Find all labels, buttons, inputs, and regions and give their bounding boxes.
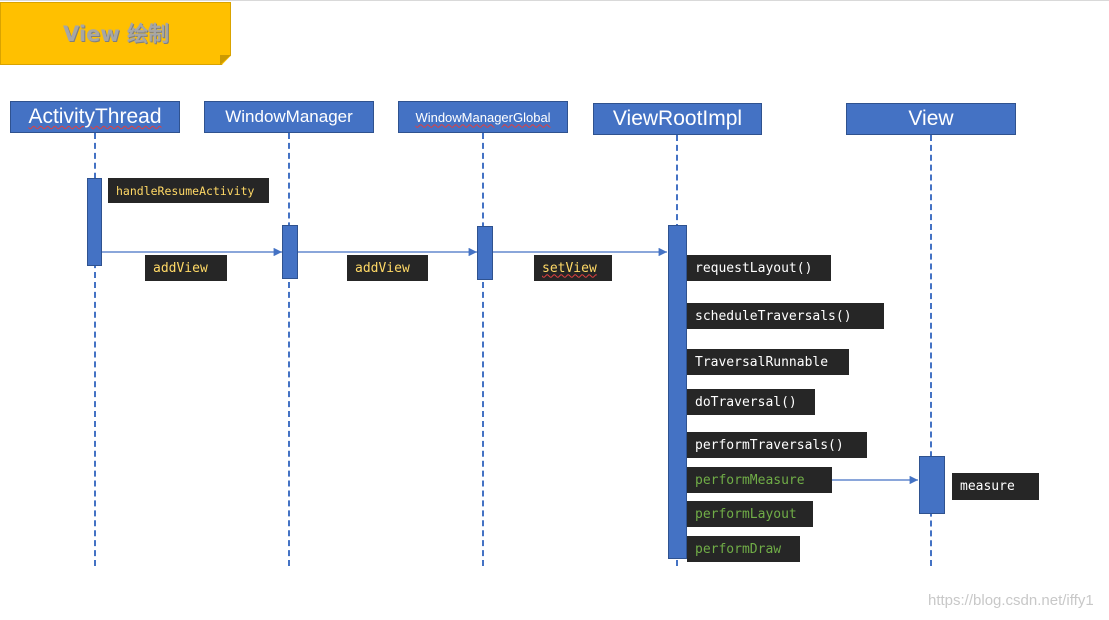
actor-label: ActivityThread [28,105,162,128]
actor-view-root-impl: ViewRootImpl [593,103,762,135]
label-text: doTraversal() [695,394,797,410]
activation-window-manager [282,225,298,279]
label-measure: measure [952,473,1039,500]
label-perform-draw: performDraw [687,536,800,562]
label-traversal-runnable: TraversalRunnable [687,349,849,375]
label-text: requestLayout() [695,260,813,276]
actor-label: View [908,107,954,130]
lifeline-window-manager [288,133,290,566]
label-text: performDraw [695,541,782,557]
label-set-view: setView [534,255,612,281]
label-text: measure [960,479,1015,494]
activation-activity-thread [87,178,102,266]
label-add-view-1: addView [145,255,227,281]
label-text: addView [355,260,410,276]
actor-label: ViewRootImpl [612,107,743,130]
label-text: performLayout [695,506,797,522]
label-schedule-traversals: scheduleTraversals() [687,303,884,329]
watermark: https://blog.csdn.net/iffy1 [928,592,1094,609]
label-perform-layout: performLayout [687,501,813,527]
label-text: performMeasure [695,472,805,488]
label-text: scheduleTraversals() [695,308,852,324]
actor-window-manager-global: WindowManagerGlobal [398,101,568,133]
title-banner: View 绘制 [0,2,231,65]
banner-title: View 绘制 [63,22,170,46]
label-perform-traversals: performTraversals() [687,432,867,458]
label-perform-measure: performMeasure [687,467,832,493]
label-add-view-2: addView [347,255,428,281]
label-text: performTraversals() [695,437,844,453]
lifeline-view [930,135,932,566]
actor-view: View [846,103,1016,135]
activation-window-manager-global [477,226,493,280]
label-text: handleResumeActivity [116,183,255,198]
label-do-traversal: doTraversal() [687,389,815,415]
label-text: addView [153,260,208,276]
lifeline-window-manager-global [482,133,484,566]
actor-label: WindowManager [225,107,353,126]
actor-window-manager: WindowManager [204,101,374,133]
top-border-line [0,0,1109,1]
actor-label: WindowManagerGlobal [415,109,551,125]
activation-view-root-impl [668,225,687,559]
activation-view [919,456,945,514]
label-handle-resume-activity: handleResumeActivity [108,178,269,203]
label-request-layout: requestLayout() [687,255,831,281]
label-text: setView [542,260,597,276]
banner-fold-corner [220,55,231,65]
lifeline-activity-thread [94,133,96,566]
label-text: TraversalRunnable [695,354,829,370]
actor-activity-thread: ActivityThread [10,101,180,133]
